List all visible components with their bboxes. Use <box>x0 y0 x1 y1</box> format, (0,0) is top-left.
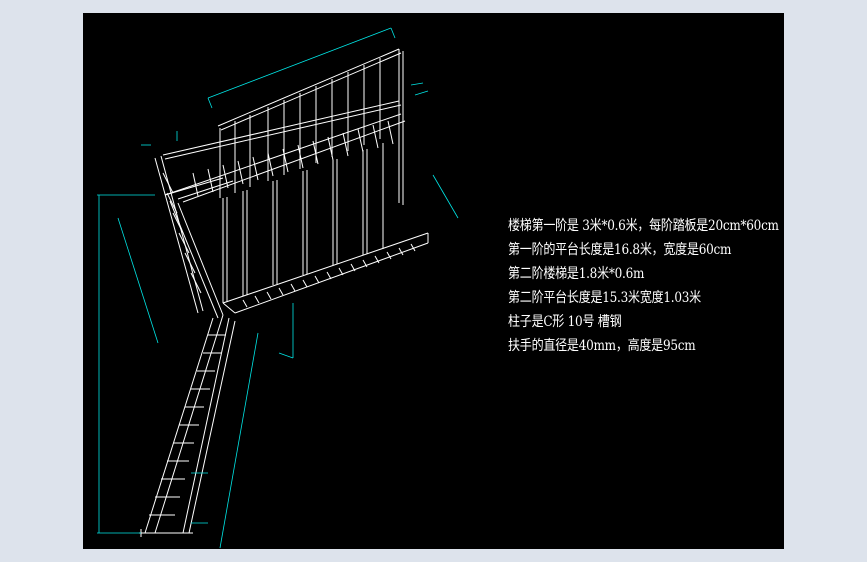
upper-stair-flight <box>154 155 224 319</box>
staircase-drawing <box>97 27 459 549</box>
note-line: 扶手的直径是40mm，高度是95cm <box>508 338 696 354</box>
columns <box>222 143 384 303</box>
note-line: 楼梯第一阶是 3米*0.6米，每阶踏板是20cm*60cm <box>508 218 779 234</box>
lower-stair-flight <box>139 314 236 537</box>
note-line: 第二阶楼梯是1.8米*0.6m <box>508 266 645 282</box>
note-line: 第一阶的平台长度是16.8米，宽度是60cm <box>508 242 732 258</box>
lower-platform <box>222 232 429 314</box>
dimension-lines <box>97 27 459 549</box>
note-line: 柱子是C形 10号 槽钢 <box>508 314 622 330</box>
specification-notes: 楼梯第一阶是 3米*0.6米，每阶踏板是20cm*60cm 第一阶的平台长度是1… <box>508 214 823 358</box>
cad-drawing-canvas: 楼梯第一阶是 3米*0.6米，每阶踏板是20cm*60cm 第一阶的平台长度是1… <box>83 13 784 549</box>
note-line: 第二阶平台长度是15.3米宽度1.03米 <box>508 290 701 306</box>
upper-railing <box>162 48 406 205</box>
